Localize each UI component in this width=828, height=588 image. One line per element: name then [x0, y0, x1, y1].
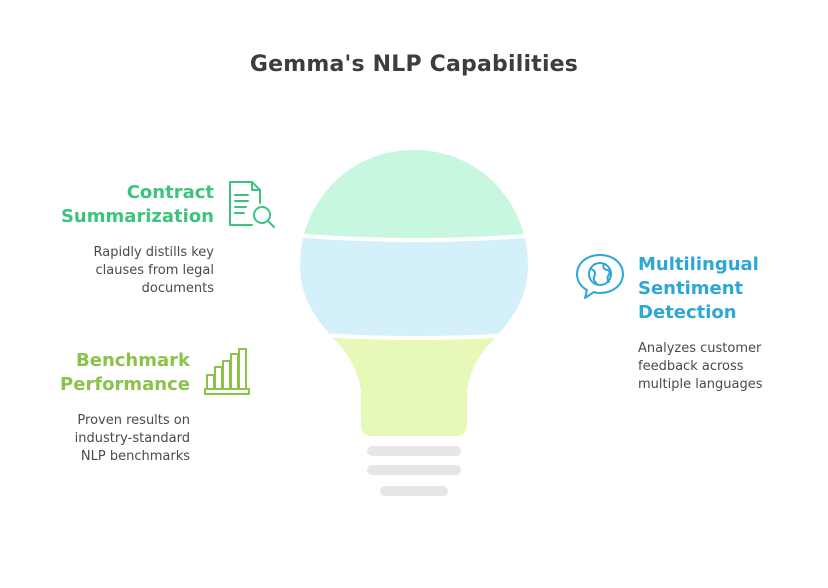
benchmark-performance-description: Proven results on industry-standard NLP … — [20, 412, 190, 466]
description-line: feedback across — [638, 359, 744, 374]
description-line: clauses from legal — [95, 263, 214, 278]
description-line: multiple languages — [638, 377, 763, 392]
description-line: Proven results on — [77, 413, 190, 428]
bulb-base-line-3 — [380, 486, 448, 496]
bar-chart-icon — [204, 348, 250, 395]
contract-summarization-description: Rapidly distills key clauses from legal … — [20, 244, 215, 298]
contract-summarization-heading: Contract Summarization — [20, 181, 214, 229]
description-line: NLP benchmarks — [80, 449, 190, 464]
heading-line: Performance — [60, 374, 190, 395]
multilingual-sentiment-description: Analyzes customer feedback across multip… — [638, 340, 818, 394]
benchmark-performance-heading: Benchmark Performance — [20, 349, 190, 397]
page-title: Gemma's NLP Capabilities — [249, 52, 579, 77]
heading-line: Detection — [638, 302, 737, 323]
bulb-base-line-2 — [367, 465, 461, 475]
description-line: Analyzes customer — [638, 341, 762, 356]
heading-line: Sentiment — [638, 278, 744, 299]
heading-line: Benchmark — [76, 350, 190, 371]
bulb-middle-segment — [300, 236, 528, 336]
heading-line: Contract — [126, 182, 214, 203]
description-line: industry-standard — [74, 431, 190, 446]
document-search-icon — [229, 181, 275, 228]
bulb-base-line-1 — [367, 446, 461, 456]
globe-speech-icon — [576, 254, 624, 299]
bulb-top-segment — [300, 150, 528, 238]
description-line: Rapidly distills key — [93, 245, 215, 260]
bulb-bottom-segment — [300, 334, 528, 436]
description-line: documents — [141, 281, 214, 296]
multilingual-sentiment-heading: Multilingual Sentiment Detection — [638, 253, 818, 325]
heading-line: Summarization — [60, 206, 214, 227]
heading-line: Multilingual — [638, 254, 759, 275]
